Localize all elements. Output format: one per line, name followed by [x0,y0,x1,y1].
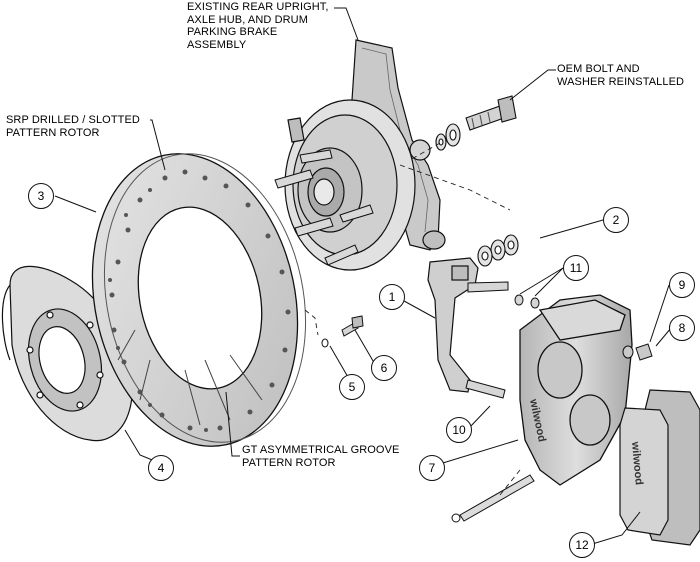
rotor-grooves [117,329,263,426]
shim-washers [477,234,519,267]
brake-pads: wilwood [619,389,700,546]
callout-12: 12 [569,532,595,558]
callout-9: 9 [669,272,695,298]
callout-5: 5 [339,374,365,400]
mounting-bracket [427,257,479,393]
callout-1: 1 [379,284,405,310]
label-gt-rotor: GT ASYMMETRICAL GROOVE PATTERN ROTOR [242,444,400,469]
caliper-mount-bolts [465,281,540,399]
callout-10: 10 [446,417,472,443]
label-oem-bolt: OEM BOLT AND WASHER REINSTALLED [557,63,685,88]
label-srp-rotor: SRP DRILLED / SLOTTED PATTERN ROTOR [6,114,140,139]
wheel-studs [274,149,374,266]
pad-brand-logo: wilwood [629,440,645,485]
callout-6: 6 [371,355,397,381]
rotor [91,153,307,447]
label-existing-upright: EXISTING REAR UPRIGHT, AXLE HUB, AND DRU… [187,1,329,51]
callout-3: 3 [28,183,54,209]
callout-11: 11 [563,255,589,281]
oem-bolt [465,95,517,131]
callout-2: 2 [603,207,629,233]
callout-7: 7 [419,455,445,481]
rotor-bolt [321,315,364,348]
rotor-drill-holes [108,169,291,432]
oem-washers [435,123,461,151]
caliper: wilwood [519,294,633,486]
assembly-lines [304,142,521,496]
hub-assembly [284,99,416,271]
pad-retainer-pin [451,474,535,523]
callout-4: 4 [148,455,174,481]
callout-8: 8 [669,315,695,341]
bleeder-fittings [622,343,653,361]
svg-text:wilwood: wilwood [629,440,645,485]
